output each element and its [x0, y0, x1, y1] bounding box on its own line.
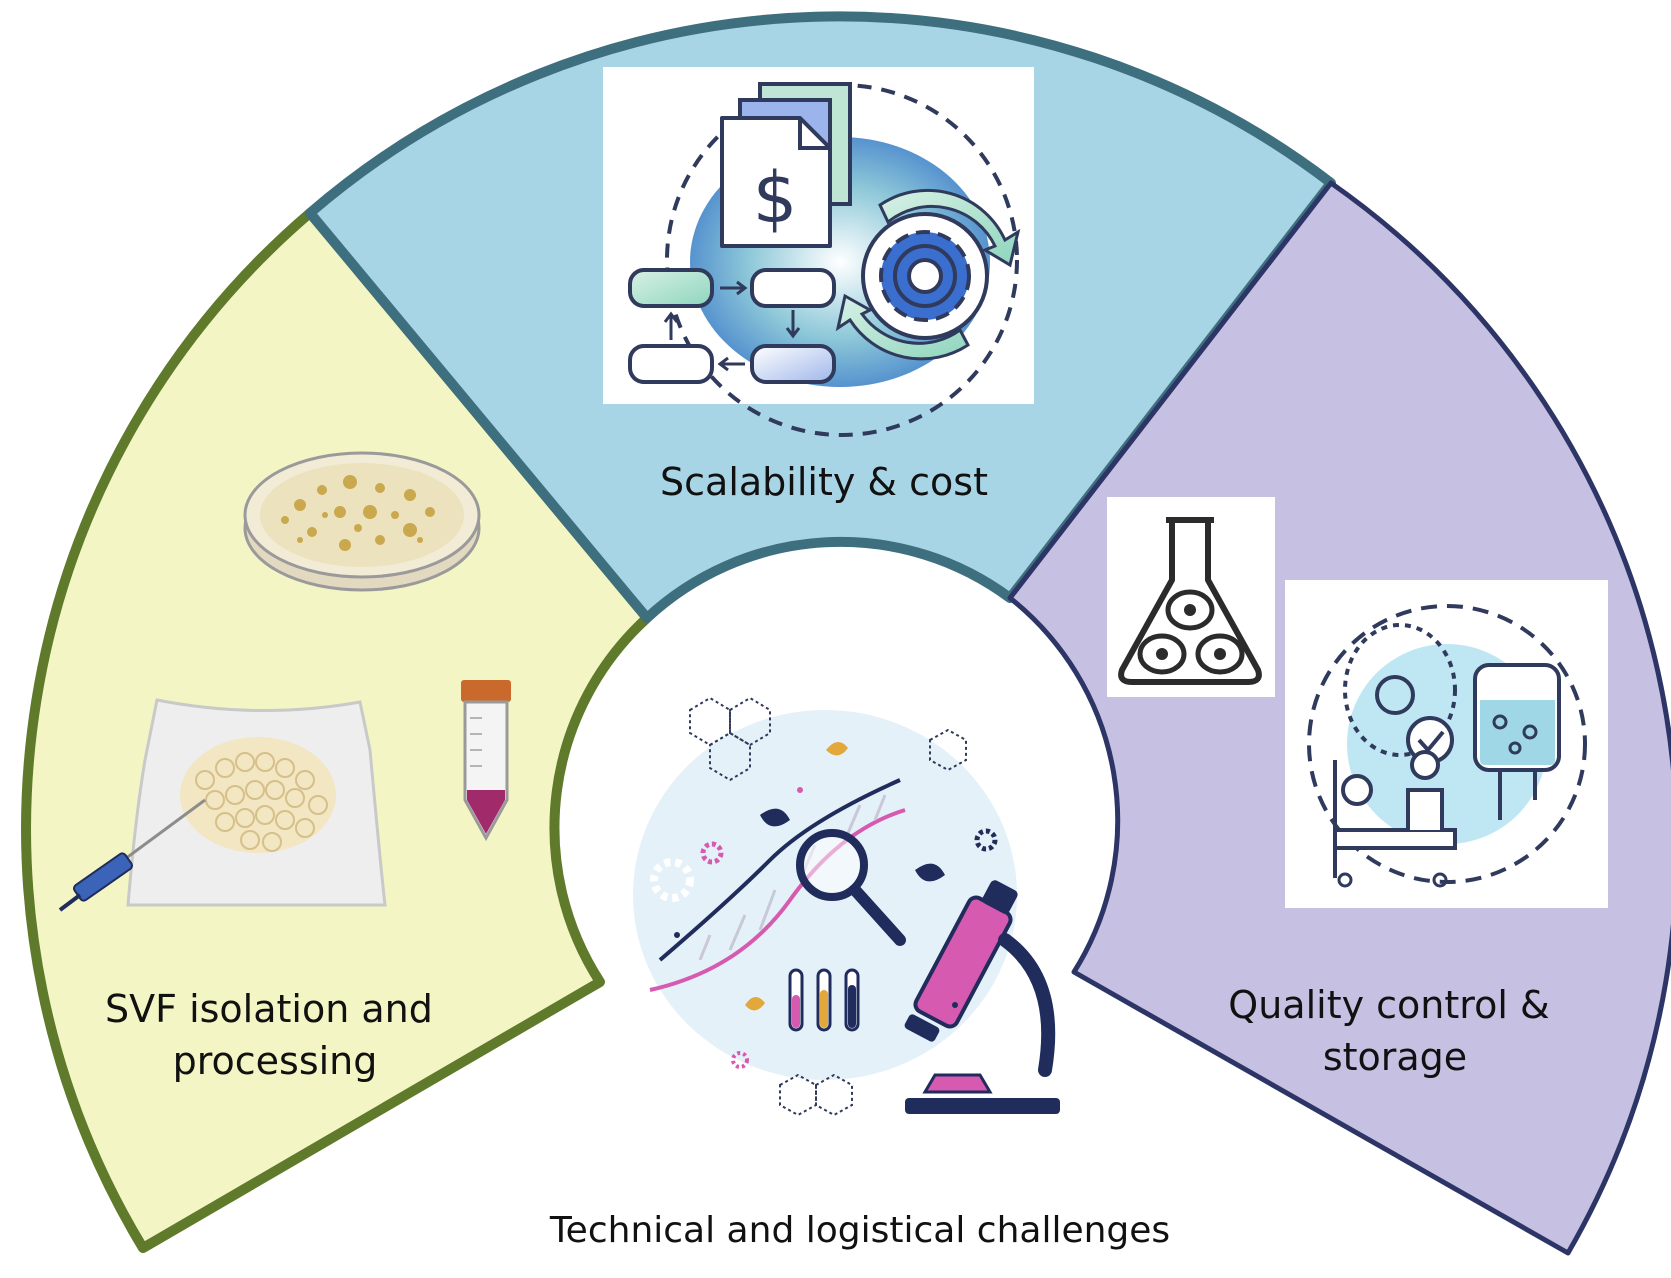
segment-label-quality-control: Quality control & storage — [1228, 983, 1561, 1079]
abdomen-liposuction-icon — [58, 698, 387, 912]
conical-tube-icon — [461, 680, 511, 842]
diagram-caption: Technical and logistical challenges — [549, 1210, 1170, 1251]
dollar-icon: $ — [753, 157, 798, 239]
cell-therapy-storage-icon — [1285, 580, 1608, 908]
flask-cells-icon — [1107, 497, 1275, 697]
research-microscope-icon — [633, 696, 1060, 1117]
scalability-cost-icon: $ — [603, 67, 1034, 437]
petri-dish-icon — [243, 451, 481, 592]
segment-label-scalability: Scalability & cost — [660, 460, 988, 504]
segment-label-svf: SVF isolation and processing — [105, 987, 445, 1083]
